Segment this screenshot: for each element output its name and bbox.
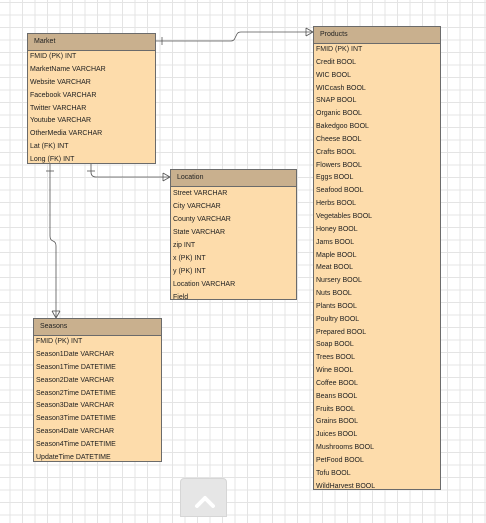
location-field: State VARCHAR [173,229,225,236]
products-field: Honey BOOL [316,225,358,233]
products-field: Trees BOOL [316,354,356,362]
products-field: SNAP BOOL [316,97,357,105]
products-field: Credit BOOL [316,58,357,66]
location-field: County VARCHAR [173,216,231,223]
products-field: Nuts BOOL [316,290,352,298]
market-field: Youtube VARCHAR [30,117,92,125]
products-field: Eggs BOOL [316,174,354,182]
location-field: y (PK) INT [173,268,206,275]
products-field: Organic BOOL [316,110,362,118]
products-field: Grains BOOL [316,418,359,426]
seasons-field: Season1Time DATETIME [36,363,116,371]
products-field: Cheese BOOL [316,135,362,143]
seasons-field: Season4Date VARCHAR [36,428,115,436]
chevron-up-icon [195,496,215,508]
collapse-panel-button[interactable] [180,478,227,517]
seasons-field: Season1Date VARCHAR [36,350,115,358]
products-field: Vegetables BOOL [316,212,373,220]
products-field: Coffee BOOL [316,379,358,387]
products-field: WIC BOOL [316,71,352,79]
products-field: Meat BOOL [316,264,353,272]
products-field: Juices BOOL [316,431,358,439]
products-field: Fruits BOOL [316,405,355,413]
products-field: Flowers BOOL [316,161,362,169]
seasons-field: Season2Time DATETIME [36,389,116,397]
seasons-table-header: Seasons [34,319,161,336]
products-table[interactable]: Products FMID (PK) INT Credit BOOL WIC BOO… [313,26,441,490]
location-table[interactable]: Location Street VARCHAR City VARCHAR Count… [170,169,297,301]
location-fields: Street VARCHAR City VARCHAR County VARCHAR… [171,187,296,304]
market-field: Twitter VARCHAR [30,104,87,112]
products-field: Plants BOOL [316,302,357,310]
products-field: Crafts BOOL [316,148,357,156]
seasons-field: Season2Date VARCHAR [36,376,115,384]
products-field: Wine BOOL [316,367,354,375]
market-field: MarketName VARCHAR [30,65,106,73]
products-field: Prepared BOOL [316,328,367,336]
products-field: Beans BOOL [316,392,358,400]
products-field: FMID (PK) INT [316,46,363,53]
market-table-header: Market [28,34,155,51]
market-field: Long (FK) INT [30,156,75,164]
products-field: Soap BOOL [316,341,354,349]
products-table-header: Products [314,27,440,44]
market-field: OtherMedia VARCHAR [30,130,103,138]
market-table[interactable]: Market FMID (PK) INT MarketName VARCHAR We… [27,33,156,164]
location-field: City VARCHAR [173,203,221,210]
products-field: PetFood BOOL [316,457,364,464]
products-field: Seafood BOOL [316,187,364,195]
products-field: Nursery BOOL [316,277,362,285]
products-field: Herbs BOOL [316,200,357,208]
seasons-field: Season3Date VARCHAR [36,402,115,410]
products-field: Tofu BOOL [316,469,351,477]
seasons-field: UpdateTime DATETIME [36,454,111,462]
location-table-header: Location [171,170,296,187]
products-field: WildHarvest BOOL [316,482,376,490]
seasons-field: FMID (PK) INT [36,338,83,345]
products-field: Mushrooms BOOL [316,444,374,452]
seasons-fields: FMID (PK) INT Season1Date VARCHAR Season1T… [34,336,161,465]
market-field: Website VARCHAR [30,78,91,86]
products-field: Bakedgoo BOOL [316,123,369,131]
products-field: Poultry BOOL [316,315,360,323]
market-fields: FMID (PK) INT MarketName VARCHAR Website V… [28,51,155,167]
location-field: x (PK) INT [173,255,206,262]
market-field: FMID (PK) INT [30,53,77,60]
products-field: Maple BOOL [316,251,357,259]
seasons-field: Season3Time DATETIME [36,415,116,423]
products-field: Jams BOOL [316,238,355,246]
seasons-field: Season4Time DATETIME [36,441,116,449]
location-field: Field [173,294,189,301]
market-field: Lat (FK) INT [30,143,69,151]
location-field: Location VARCHAR [173,281,236,288]
seasons-table[interactable]: Seasons FMID (PK) INT Season1Date VARCHAR… [33,318,162,462]
products-field: WICcash BOOL [316,84,366,92]
market-field: Facebook VARCHAR [30,91,97,99]
location-field: zip INT [173,242,196,249]
products-fields: FMID (PK) INT Credit BOOL WIC BOOL WICcash … [314,44,440,494]
location-field: Street VARCHAR [173,190,228,197]
